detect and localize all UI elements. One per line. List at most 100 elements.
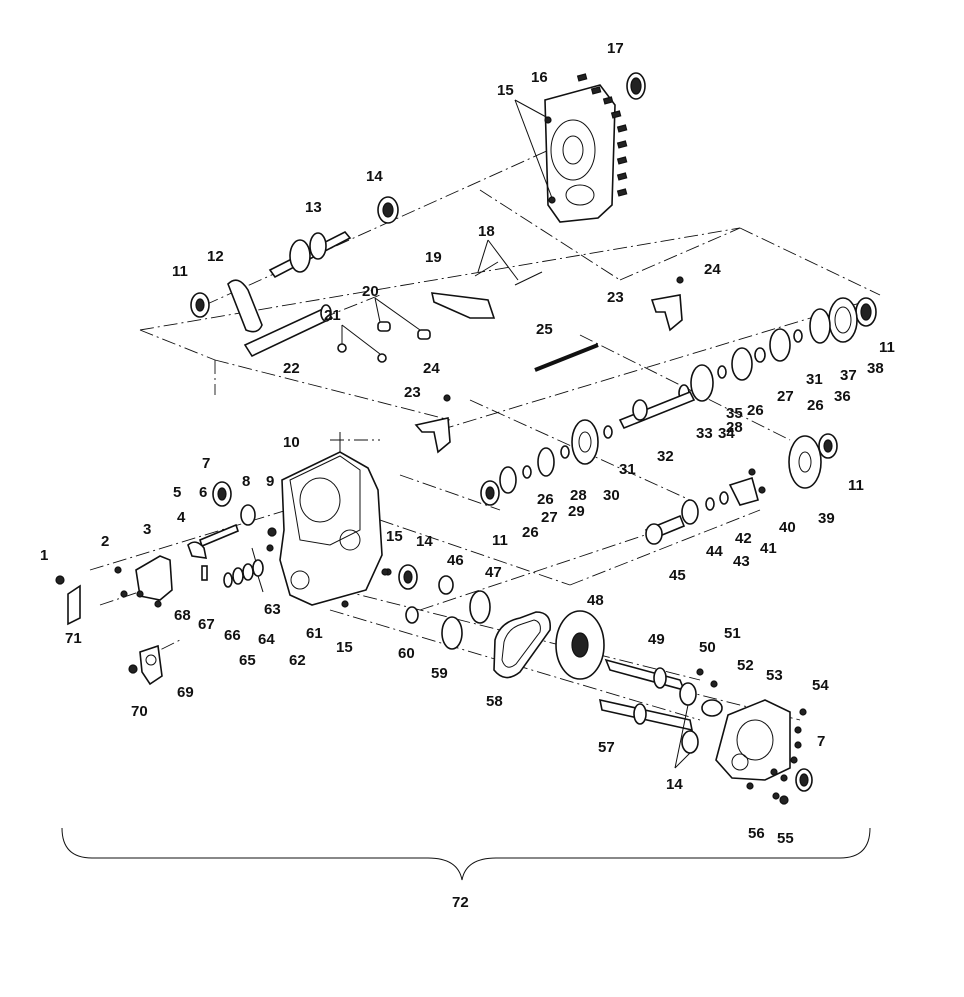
callout-25: 25 <box>536 321 553 338</box>
callout-59: 59 <box>431 665 448 682</box>
shift-fork-23 <box>414 276 684 454</box>
callout-29: 29 <box>568 503 585 520</box>
callout-69: 69 <box>177 684 194 701</box>
callout-56: 56 <box>748 825 765 842</box>
gear-39-group <box>644 433 838 545</box>
callout-27b: 27 <box>541 509 558 526</box>
callout-43: 43 <box>733 553 750 570</box>
upper-shaft-13 <box>190 196 399 333</box>
callout-11c: 11 <box>848 477 864 494</box>
callout-26b: 26 <box>747 402 764 419</box>
callout-3: 3 <box>143 521 151 538</box>
callout-15a: 15 <box>497 82 514 99</box>
callout-5: 5 <box>173 484 181 501</box>
callout-46: 46 <box>447 552 464 569</box>
callout-62: 62 <box>289 652 306 669</box>
callout-61: 61 <box>306 625 323 642</box>
callout-11a: 11 <box>172 263 188 280</box>
callout-41: 41 <box>760 540 777 557</box>
callout-60: 60 <box>398 645 415 662</box>
lower-center-components <box>381 564 605 680</box>
callout-64: 64 <box>258 631 275 648</box>
callout-6: 6 <box>199 484 207 501</box>
callout-31b: 31 <box>619 461 636 478</box>
callout-15b: 15 <box>386 528 403 545</box>
callout-65: 65 <box>239 652 256 669</box>
parts <box>55 72 877 881</box>
callout-21: 21 <box>324 307 341 324</box>
callout-7: 7 <box>202 455 210 472</box>
callout-7b: 7 <box>817 733 825 750</box>
callout-10: 10 <box>283 434 300 451</box>
callout-39: 39 <box>818 510 835 527</box>
callout-17: 17 <box>607 40 624 57</box>
callout-57: 57 <box>598 739 615 756</box>
leader-lines <box>251 99 691 769</box>
callout-28b: 28 <box>570 487 587 504</box>
callout-31a: 31 <box>806 371 823 388</box>
callout-26d: 26 <box>522 524 539 541</box>
callout-24b: 24 <box>423 360 440 377</box>
callout-33: 33 <box>696 425 713 442</box>
callout-70: 70 <box>131 703 148 720</box>
callout-52: 52 <box>737 657 754 674</box>
callout-48: 48 <box>587 592 604 609</box>
callout-53: 53 <box>766 667 783 684</box>
callout-63: 63 <box>264 601 281 618</box>
callout-68: 68 <box>174 607 191 624</box>
shaft-22 <box>243 304 431 363</box>
top-cover-16 <box>544 72 646 223</box>
callout-51: 51 <box>724 625 741 642</box>
callout-2: 2 <box>101 533 109 550</box>
callout-12: 12 <box>207 248 224 265</box>
callout-66: 66 <box>224 627 241 644</box>
callout-20: 20 <box>362 283 379 300</box>
callout-8: 8 <box>242 473 250 490</box>
callout-28a: 28 <box>726 419 743 436</box>
callout-23b: 23 <box>404 384 421 401</box>
lower-cover-53 <box>598 658 813 805</box>
callout-26a: 26 <box>807 397 824 414</box>
callout-9: 9 <box>266 473 274 490</box>
callout-35: 35 <box>726 405 743 422</box>
callout-labels: 1 2 3 4 5 6 7 7 8 9 10 11 11 11 11 12 13… <box>40 40 895 911</box>
callout-19: 19 <box>425 249 442 266</box>
assembly-bracket <box>61 827 871 881</box>
callout-36: 36 <box>834 388 851 405</box>
callout-23a: 23 <box>607 289 624 306</box>
callout-58: 58 <box>486 693 503 710</box>
callout-42: 42 <box>735 530 752 547</box>
callout-47: 47 <box>485 564 502 581</box>
callout-30: 30 <box>603 487 620 504</box>
callout-1: 1 <box>40 547 48 564</box>
assembly-label-72: 72 <box>452 894 469 911</box>
callout-49: 49 <box>648 631 665 648</box>
callout-27a: 27 <box>777 388 794 405</box>
callout-38: 38 <box>867 360 884 377</box>
main-housing-61 <box>266 432 392 608</box>
callout-54: 54 <box>812 677 829 694</box>
callout-15c: 15 <box>336 639 353 656</box>
callout-14c: 14 <box>666 776 683 793</box>
callout-44: 44 <box>706 543 723 560</box>
callout-14b: 14 <box>416 533 433 550</box>
callout-13: 13 <box>305 199 322 216</box>
gear-stack-upper <box>480 297 877 506</box>
callout-34: 34 <box>718 425 735 442</box>
callout-4: 4 <box>177 509 186 526</box>
callout-40: 40 <box>779 519 796 536</box>
callout-50: 50 <box>699 639 716 656</box>
callout-71: 71 <box>65 630 82 647</box>
pin-25 <box>534 343 599 372</box>
callout-11b: 11 <box>879 339 895 356</box>
callout-45: 45 <box>669 567 686 584</box>
callout-22: 22 <box>283 360 300 377</box>
left-components <box>55 481 264 686</box>
callout-18: 18 <box>478 223 495 240</box>
callout-55: 55 <box>777 830 794 847</box>
callout-37: 37 <box>840 367 857 384</box>
callout-32: 32 <box>657 448 674 465</box>
callout-24a: 24 <box>704 261 721 278</box>
bracket-19 <box>430 261 543 319</box>
